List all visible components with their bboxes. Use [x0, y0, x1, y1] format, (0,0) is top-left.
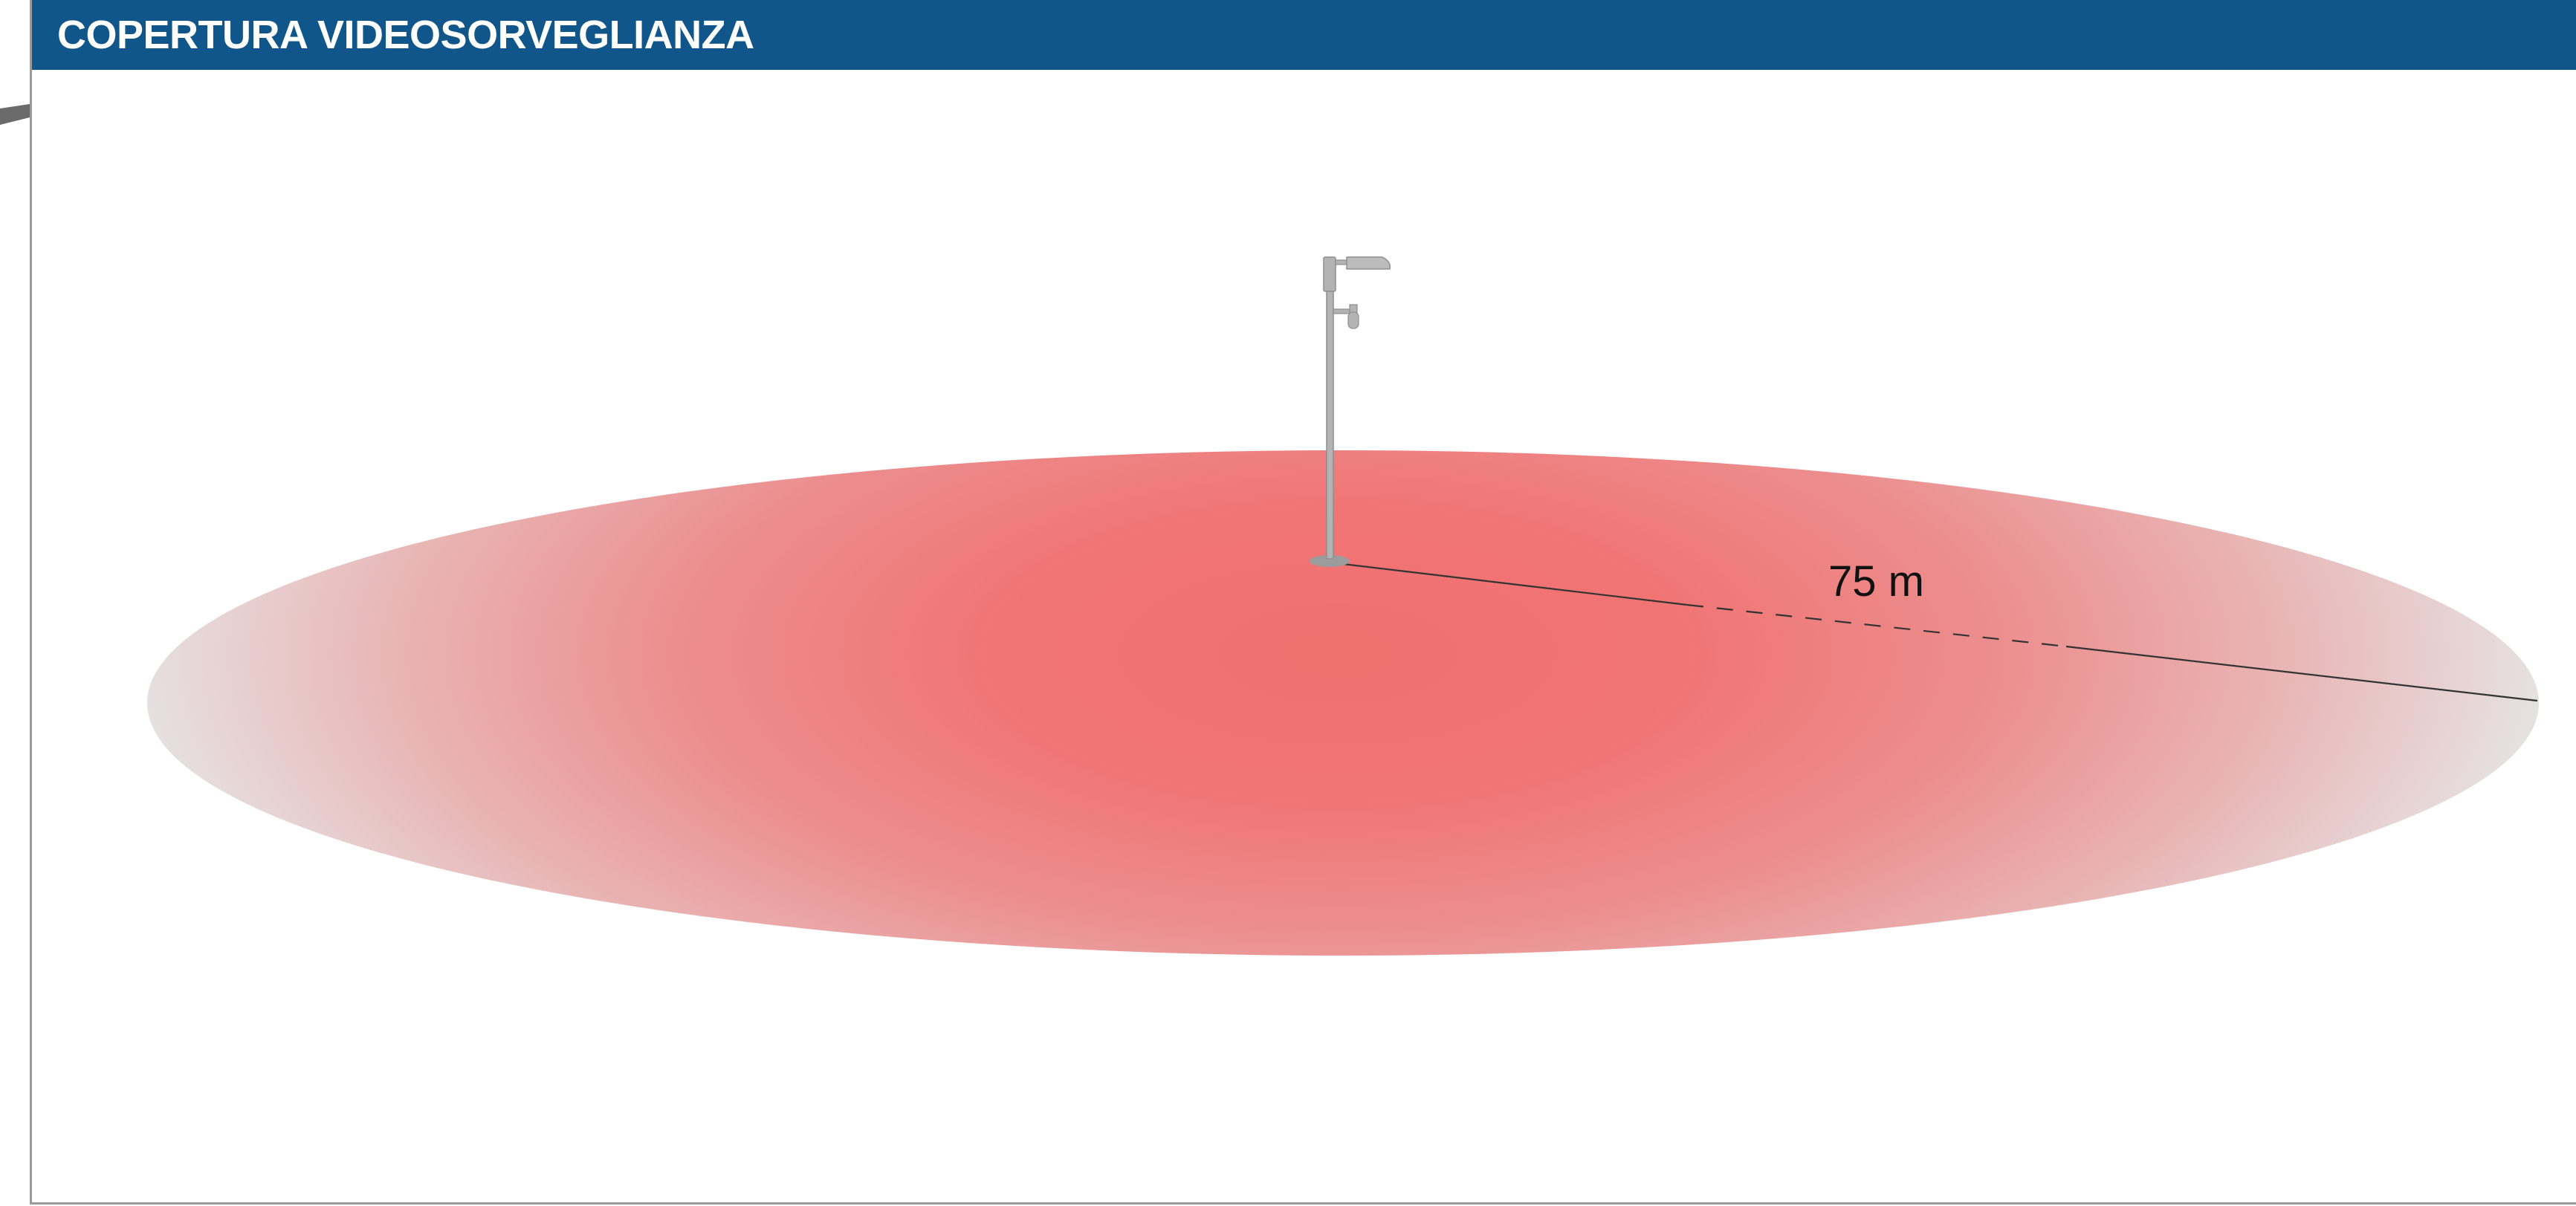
- radius-label: 75 m: [1828, 557, 1924, 606]
- radius-line: [1330, 561, 2538, 702]
- frame-corner-tab: [0, 104, 30, 125]
- page-title: COPERTURA VIDEOSORVEGLIANZA: [57, 13, 754, 57]
- title-bar: COPERTURA VIDEOSORVEGLIANZA: [32, 0, 2576, 70]
- camera-pole-icon: [1310, 256, 1391, 567]
- coverage-area: [147, 450, 2539, 956]
